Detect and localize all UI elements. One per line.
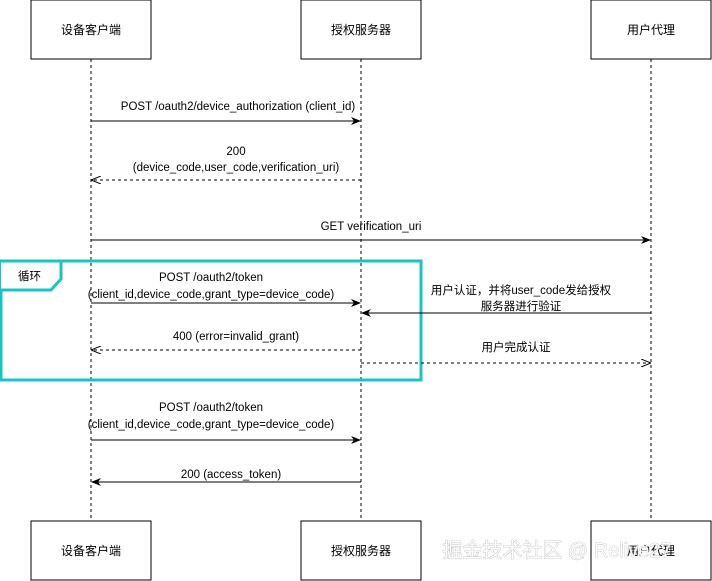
participant-auth-label: 授权服务器 [331,22,391,37]
msg-token-request-l1: POST /oauth2/token [159,402,263,414]
participant-auth-bottom: 授权服务器 [300,520,422,581]
msg-user-auth-l2: 服务器进行验证 [481,299,562,313]
msg-response-fields: (device_code,user_code,verification_uri) [133,162,340,174]
participant-agent-top: 用户代理 [590,0,712,60]
msg-token-request-loop-l1: POST /oauth2/token [159,272,263,284]
participant-device-label: 设备客户端 [61,22,121,37]
participant-device-bottom: 设备客户端 [30,520,152,581]
msg-token-request-loop-l2: (client_id,device_code,grant_type=device… [88,289,335,301]
loop-label: 循环 [18,270,41,283]
participant-agent-label: 用户代理 [627,543,675,558]
participant-device-top: 设备客户端 [30,0,152,60]
participant-auth-top: 授权服务器 [300,0,422,60]
msg-token-request-l2: (client_id,device_code,grant_type=device… [88,419,335,431]
msg-invalid-grant: 400 (error=invalid_grant) [173,331,299,343]
participant-agent-label: 用户代理 [627,22,675,37]
watermark: 掘金技术社区 @ Relive27 [442,539,671,562]
msg-user-auth-l1: 用户认证，并将user_code发给授权 [431,283,612,297]
msg-device-authorization: POST /oauth2/device_authorization (clien… [121,101,356,113]
msg-response-code: 200 [226,146,245,158]
participant-agent-bottom: 用户代理 [590,520,712,581]
msg-auth-complete: 用户完成认证 [482,340,551,354]
participant-device-label: 设备客户端 [61,543,121,558]
msg-verification-uri: GET verification_uri [321,221,422,233]
loop-frame: 循环 [0,259,423,382]
participant-auth-label: 授权服务器 [331,543,391,558]
msg-access-token: 200 (access_token) [181,469,282,481]
